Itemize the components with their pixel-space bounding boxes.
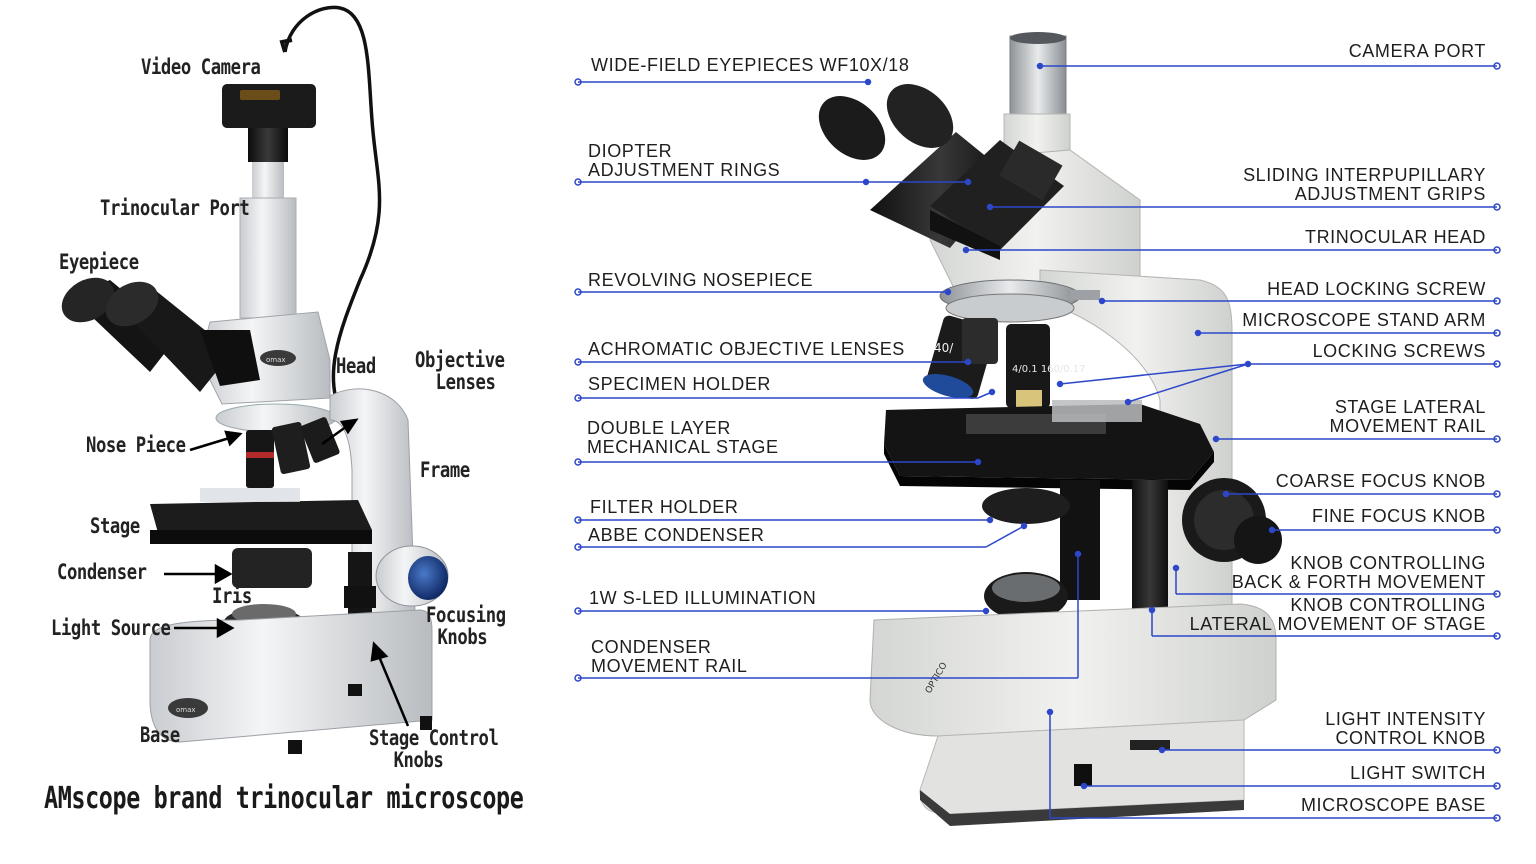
leader-lines [574,62,1501,822]
achromatic-objectives: 4/0.1 160/0.17 40/ [922,315,1086,408]
label-wide-field-eyepieces: WIDE-FIELD EYEPIECES WF10X/18 [591,56,909,75]
label-objective-lenses: Objective Lenses [415,349,505,393]
label-focusing-knobs: Focusing Knobs [426,604,506,648]
label-nose-piece: Nose Piece [86,433,186,457]
abbe-condenser [982,488,1070,524]
label-coarse-focus-knob: COARSE FOCUS KNOB [1276,472,1486,491]
left-microscope-illustration: omax omax [61,5,449,754]
label-light-intensity-knob-line1: LIGHT INTENSITY [1325,709,1486,729]
label-double-layer-stage-line1: DOUBLE LAYER [587,418,731,438]
label-fine-focus-knob-line1: FINE FOCUS KNOB [1311,506,1486,526]
label-revolving-nosepiece: REVOLVING NOSEPIECE [588,271,813,290]
label-diopter-rings-line2: ADJUSTMENT RINGS [588,160,781,180]
label-specimen-holder-line1: SPECIMEN HOLDER [588,374,772,394]
label-focusing-knobs-line1: Focusing [426,603,506,627]
svg-text:omax: omax [176,706,196,714]
label-filter-holder: FILTER HOLDER [590,498,739,517]
label-locking-screws-line1: LOCKING SCREWS [1312,341,1486,361]
label-condenser: Condenser [57,560,147,584]
trinocular-port-tube [239,197,297,319]
light-switch-body [1074,764,1092,786]
objective-lenses [246,417,340,488]
label-trinocular-port: Trinocular Port [100,196,250,220]
binocular-eyepieces [818,84,1064,260]
eyepieces [61,277,260,392]
label-achromatic-objective-lenses: ACHROMATIC OBJECTIVE LENSES [588,340,905,359]
label-head: Head [336,354,376,378]
label-microscope-base: MICROSCOPE BASE [1301,796,1486,815]
label-eyepiece: Eyepiece [59,250,139,274]
label-stage: Stage [90,514,140,538]
label-stand-arm-line1: MICROSCOPE STAND ARM [1242,310,1486,330]
label-camera-port-line1: CAMERA PORT [1348,41,1486,61]
label-revolving-nosepiece-line1: REVOLVING NOSEPIECE [588,270,814,290]
label-stage-control-knobs-line1: Stage Control [369,726,499,750]
label-head-locking-screw: HEAD LOCKING SCREW [1267,280,1486,299]
label-coarse-focus-knob-line1: COARSE FOCUS KNOB [1275,471,1486,491]
left-caption: AMscope brand trinocular microscope [44,781,524,816]
label-knob-lateral-line1: KNOB CONTROLLING [1290,595,1486,615]
label-double-layer-stage-line2: MECHANICAL STAGE [587,437,779,457]
label-camera-port: CAMERA PORT [1349,42,1486,61]
label-frame: Frame [420,458,470,482]
label-focusing-knobs-line2: Knobs [437,625,488,650]
label-interpupillary-grips-line1: SLIDING INTERPUPILLARY [1243,165,1486,185]
label-stage-lateral-rail-line2: MOVEMENT RAIL [1329,416,1486,436]
label-video-camera: Video Camera [141,55,261,79]
label-microscope-base-line1: MICROSCOPE BASE [1300,795,1486,815]
label-specimen-holder: SPECIMEN HOLDER [588,375,771,394]
label-light-source: Light Source [51,616,171,640]
label-diopter-rings-line1: DIOPTER [588,141,673,161]
label-condenser-movement-rail-line2: MOVEMENT RAIL [591,656,748,676]
label-stand-arm: MICROSCOPE STAND ARM [1242,311,1486,330]
camera-port-tube [1009,35,1067,117]
label-head-locking-screw-line1: HEAD LOCKING SCREW [1267,279,1486,299]
label-light-switch-line1: LIGHT SWITCH [1350,763,1486,783]
label-wide-field-eyepieces-line1: WIDE-FIELD EYEPIECES WF10X/18 [591,55,910,75]
label-achromatic-objective-lenses-line1: ACHROMATIC OBJECTIVE LENSES [588,339,905,359]
label-knob-back-forth-line1: KNOB CONTROLLING [1290,553,1486,573]
label-led-illumination-line1: 1W S-LED ILLUMINATION [589,588,817,608]
label-knob-lateral-line2: LATERAL MOVEMENT OF STAGE [1189,614,1486,634]
label-abbe-condenser-line1: ABBE CONDENSER [588,525,765,545]
label-trinocular-head-line1: TRINOCULAR HEAD [1304,227,1486,247]
label-stage-lateral-rail-line1: STAGE LATERAL [1334,397,1486,417]
label-led-illumination: 1W S-LED ILLUMINATION [589,589,816,608]
svg-text:omax: omax [266,356,286,364]
left-label-arrows [164,418,410,727]
objective-mark-2: 4/0.1 160/0.17 [1012,364,1086,375]
label-locking-screws: LOCKING SCREWS [1313,342,1486,361]
label-knob-back-forth-line2: BACK & FORTH MOVEMENT [1231,572,1486,592]
label-trinocular-head: TRINOCULAR HEAD [1305,228,1486,247]
label-objective-lenses-line1: Objective [415,348,505,372]
label-iris: Iris [212,584,252,608]
label-fine-focus-knob: FINE FOCUS KNOB [1312,507,1486,526]
label-light-intensity-knob-line2: CONTROL KNOB [1335,728,1486,748]
objective-mark-1: 40/ [934,341,954,355]
label-objective-lenses-line2: Lenses [435,370,496,395]
label-interpupillary-grips-line2: ADJUSTMENT GRIPS [1294,184,1486,204]
label-stage-control-knobs-line2: Knobs [393,748,444,773]
condenser [232,548,312,588]
label-condenser-movement-rail-line1: CONDENSER [591,637,712,657]
label-abbe-condenser: ABBE CONDENSER [588,526,764,545]
label-filter-holder-line1: FILTER HOLDER [590,497,739,517]
label-light-switch: LIGHT SWITCH [1350,764,1486,783]
base [149,609,433,743]
label-base: Base [140,723,180,747]
label-stage-control-knobs: Stage Control Knobs [369,726,499,773]
